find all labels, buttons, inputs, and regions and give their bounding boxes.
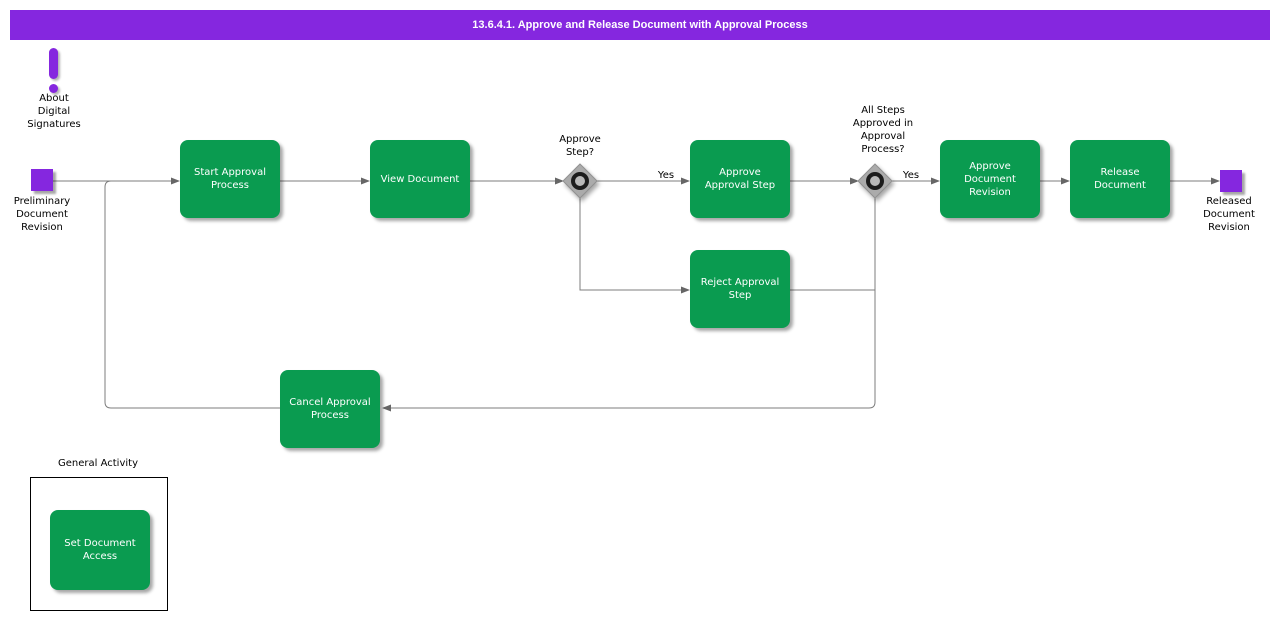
event-preliminary-label: Preliminary Document Revision	[13, 196, 71, 233]
task-approve-approval-step-label: Approve Approval Step	[704, 167, 776, 191]
task-reject-approval-step-label: Reject Approval Step	[700, 277, 780, 301]
arrowhead-into-approve-doc	[931, 177, 940, 185]
task-view-document-label: View Document	[380, 173, 460, 185]
task-approve-approval-step[interactable]: Approve Approval Step	[690, 140, 790, 218]
task-view-document[interactable]: View Document	[370, 140, 470, 218]
task-approve-document-revision-label: Approve Document Revision	[964, 160, 1016, 198]
gateway-approve-step	[562, 163, 598, 199]
task-approve-document-revision[interactable]: Approve Document Revision	[940, 140, 1040, 218]
arrowhead-into-release	[1061, 177, 1070, 185]
task-cancel-approval-process-label: Cancel Approval Process	[289, 397, 371, 421]
task-set-document-access-label: Set Document Access	[64, 538, 136, 562]
task-cancel-approval-process[interactable]: Cancel Approval Process	[280, 370, 380, 448]
arrowhead-into-gateway1	[555, 177, 564, 185]
task-start-approval-process[interactable]: Start Approval Process	[180, 140, 280, 218]
flow-gateway1-to-reject	[579, 197, 681, 291]
exclamation-icon-dot[interactable]	[49, 84, 58, 93]
event-released-label: Released Document Revision	[1203, 196, 1255, 233]
arrowhead-into-released-event	[1211, 177, 1220, 185]
event-released-document-revision[interactable]	[1220, 170, 1242, 192]
arrowhead-into-start	[171, 177, 180, 185]
about-digital-signatures-label: About Digital Signatures	[27, 93, 81, 130]
task-start-approval-process-label: Start Approval Process	[194, 167, 266, 191]
gateway-all-steps-ring-icon	[866, 172, 884, 190]
task-set-document-access[interactable]: Set Document Access	[50, 510, 150, 590]
diagram-title-bar: 13.6.4.1. Approve and Release Document w…	[10, 10, 1270, 40]
task-reject-approval-step[interactable]: Reject Approval Step	[690, 250, 790, 328]
arrowhead-into-approve-step	[681, 177, 690, 185]
flow-gateway2-to-cancel	[391, 197, 876, 409]
event-preliminary-document-revision[interactable]	[31, 169, 53, 191]
edge-label-yes-all-steps: Yes	[902, 170, 920, 181]
task-release-document[interactable]: Release Document	[1070, 140, 1170, 218]
gateway-all-steps	[857, 163, 893, 199]
edge-label-yes-approve-step: Yes	[657, 170, 675, 181]
arrowhead-into-reject	[681, 286, 690, 294]
arrowhead-into-cancel	[382, 404, 391, 412]
arrowhead-into-view	[361, 177, 370, 185]
gateway-approve-step-question: Approve Step?	[559, 134, 601, 158]
gateway-approve-step-ring-icon	[571, 172, 589, 190]
general-activity-group-label: General Activity	[58, 458, 138, 469]
exclamation-icon[interactable]	[49, 48, 58, 79]
gateway-all-steps-question: All Steps Approved in Approval Process?	[852, 105, 914, 155]
task-release-document-label: Release Document	[1094, 167, 1146, 191]
arrowhead-into-gateway2	[850, 177, 859, 185]
